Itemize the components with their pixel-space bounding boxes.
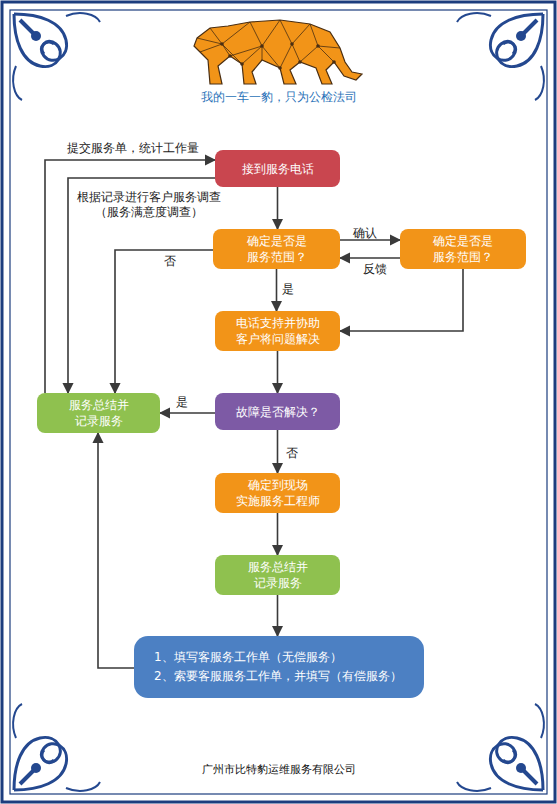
edge-label: 否 — [160, 254, 180, 269]
node-text: 服务总结并 记录服务 — [230, 559, 326, 591]
flow-arrow — [277, 430, 279, 473]
flow-arrow — [115, 250, 213, 393]
node-text: 确定是否是 服务范围？ — [229, 233, 325, 265]
corner-ornament — [13, 704, 100, 791]
corner-ornament — [457, 704, 544, 791]
flow-arrow — [340, 269, 463, 331]
flow-arrow — [277, 187, 279, 229]
node-text: 故障是否解决？ — [236, 404, 320, 420]
company-caption: 广州市比特豹运维服务有限公司 — [0, 762, 557, 777]
node-text: 1、填写客服务工作单（无偿服务） — [154, 648, 404, 667]
process-box: 确定到现场 实施服务工程师 — [215, 473, 340, 513]
flow-arrow — [276, 269, 278, 311]
edge-label: 是 — [172, 395, 192, 410]
flow-arrow — [277, 513, 279, 555]
inner-border — [10, 10, 547, 794]
node-text: 接到服务电话 — [242, 161, 314, 177]
edge-label: 否 — [282, 446, 302, 461]
corner-ornament — [13, 13, 100, 100]
flow-arrow — [277, 595, 279, 636]
flow-arrow — [160, 412, 215, 414]
worksheet-box: 1、填写客服务工作单（无偿服务）2、索要客服服务工作单，并填写（有偿服务） — [134, 636, 424, 698]
edge-label: 反馈 — [355, 262, 395, 277]
slogan-title: 我的一车一豹，只为公检法司 — [0, 89, 557, 106]
node-text: 2、索要客服服务工作单，并填写（有偿服务） — [154, 667, 404, 686]
node-text: 电话支持并协助 客户将问题解决 — [230, 315, 326, 347]
record-box: 服务总结并 记录服务 — [37, 393, 160, 433]
decision-box: 确定是否是 服务范围？ — [213, 229, 340, 269]
start-box: 接到服务电话 — [215, 150, 340, 187]
process-box: 电话支持并协助 客户将问题解决 — [215, 311, 340, 351]
record-box: 服务总结并 记录服务 — [215, 555, 340, 595]
edge-label: 确认 — [345, 226, 385, 241]
node-text: 确定是否是 服务范围？ — [415, 233, 511, 265]
edge-label: 根据记录进行客户服务调查 （服务满意度调查） — [66, 190, 231, 220]
node-text: 服务总结并 记录服务 — [51, 397, 147, 429]
edge-label: 提交服务单，统计工作量 — [48, 141, 218, 156]
flow-arrow — [340, 257, 400, 259]
decision-box: 确定是否是 服务范围？ — [400, 229, 526, 269]
decision-box: 故障是否解决？ — [215, 393, 340, 430]
flow-arrow — [98, 433, 134, 668]
flow-arrow — [277, 351, 279, 393]
corner-ornament — [457, 13, 544, 100]
node-text: 确定到现场 实施服务工程师 — [230, 477, 326, 509]
leopard-logo — [194, 20, 362, 84]
edge-label: 是 — [278, 282, 298, 297]
